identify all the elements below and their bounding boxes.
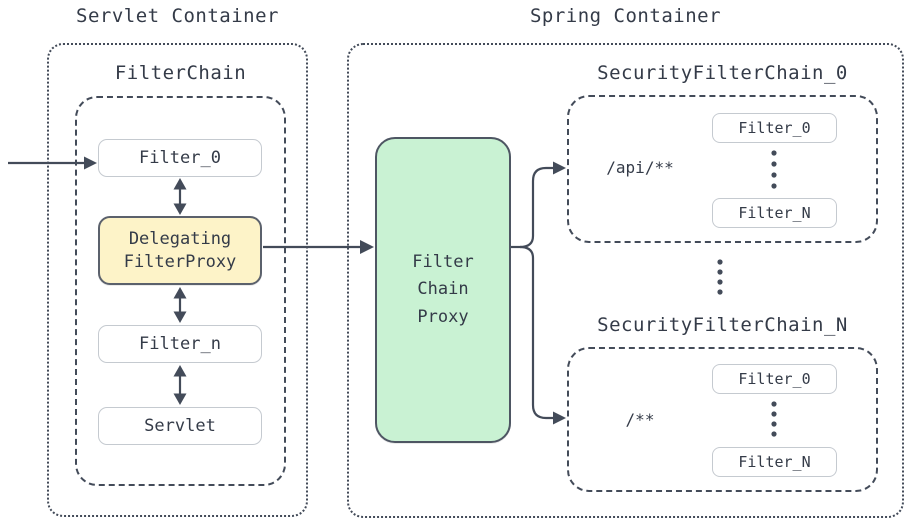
sfc0-filter-n-node: Filter_N (712, 198, 837, 228)
servlet-node: Servlet (98, 407, 262, 445)
sfc0-filter-0-node: Filter_0 (712, 113, 837, 143)
filterchain-frame (75, 96, 286, 486)
servlet-container-frame (47, 43, 308, 517)
security-filter-chain-n-title: SecurityFilterChain_N (597, 314, 848, 336)
filter-n-node: Filter_n (98, 325, 262, 363)
security-filter-chain-0-pattern: /api/** (606, 158, 674, 177)
security-filter-chain-n-pattern: /** (625, 410, 655, 429)
sfcn-filter-0-node: Filter_0 (712, 364, 837, 394)
servlet-container-title: Servlet Container (76, 5, 279, 27)
delegating-filter-proxy-node: Delegating FilterProxy (98, 216, 262, 285)
security-filter-chain-0-title: SecurityFilterChain_0 (597, 62, 848, 84)
security-filter-chain-n-frame (567, 347, 878, 492)
filter-chain-proxy-node: Filter Chain Proxy (375, 137, 511, 443)
spring-container-frame (347, 43, 904, 518)
spring-container-title: Spring Container (529, 5, 722, 27)
filterchain-title: FilterChain (114, 62, 247, 84)
security-filter-chain-0-frame (567, 95, 878, 243)
filter-0-node: Filter_0 (98, 139, 262, 177)
sfcn-filter-n-node: Filter_N (712, 447, 837, 477)
